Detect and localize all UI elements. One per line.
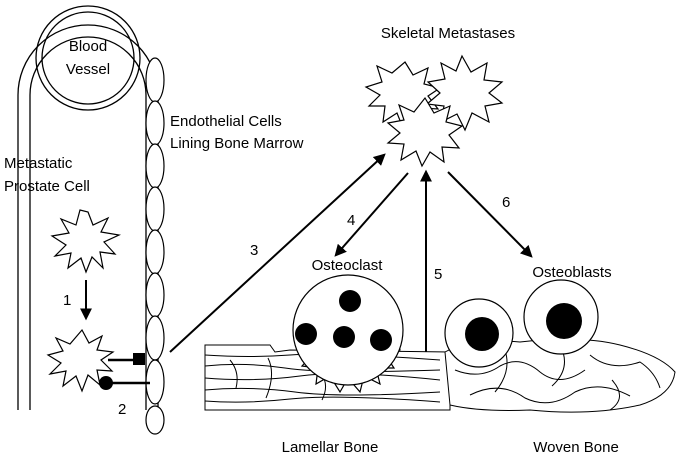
endothelial-cell: [146, 316, 164, 360]
diagram-title: Skeletal Metastases: [381, 25, 515, 42]
vessel-label-line1: Blood: [69, 38, 107, 55]
receptor-ball: [99, 376, 113, 390]
endothelial-label-line1: Endothelial Cells: [170, 113, 282, 130]
endothelial-label-line2: Lining Bone Marrow: [170, 135, 304, 152]
endothelial-cell: [146, 230, 164, 274]
prostate-cell-circulating: [52, 210, 119, 272]
endothelial-cell: [146, 187, 164, 231]
prostate-label-line2: Prostate Cell: [4, 178, 90, 195]
adhesion-molecules: [99, 353, 150, 390]
woven-bone-label: Woven Bone: [533, 439, 619, 456]
skeletal-metastases: [366, 56, 502, 166]
vessel-cross-section: [36, 6, 140, 110]
step-3-label: 3: [250, 242, 258, 259]
endothelial-cell: [146, 144, 164, 188]
osteoclast-nucleus: [370, 329, 392, 351]
osteoclast-nucleus: [339, 290, 361, 312]
endothelial-cell: [146, 101, 164, 145]
osteoclast-nucleus: [333, 326, 355, 348]
step-4-label: 4: [347, 212, 355, 229]
endothelial-cells: [146, 58, 164, 434]
step-2-label: 2: [118, 401, 126, 418]
osteoblasts-label: Osteoblasts: [532, 264, 611, 281]
endothelial-cell: [146, 406, 164, 434]
osteoclast-nucleus: [295, 323, 317, 345]
osteoclast-label: Osteoclast: [312, 257, 384, 274]
arrow-step-6: [448, 172, 531, 256]
endothelial-cell: [146, 58, 164, 102]
endothelial-cell: [146, 273, 164, 317]
osteoblast-nucleus: [465, 317, 499, 351]
receptor-square: [133, 353, 145, 365]
step-1-label: 1: [63, 292, 71, 309]
osteoblast-nucleus: [546, 303, 582, 339]
step-6-label: 6: [502, 194, 510, 211]
prostate-label-line1: Metastatic: [4, 155, 73, 172]
vessel-label-line2: Vessel: [66, 61, 110, 78]
lamellar-bone-label: Lamellar Bone: [282, 439, 379, 456]
step-5-label: 5: [434, 266, 442, 283]
